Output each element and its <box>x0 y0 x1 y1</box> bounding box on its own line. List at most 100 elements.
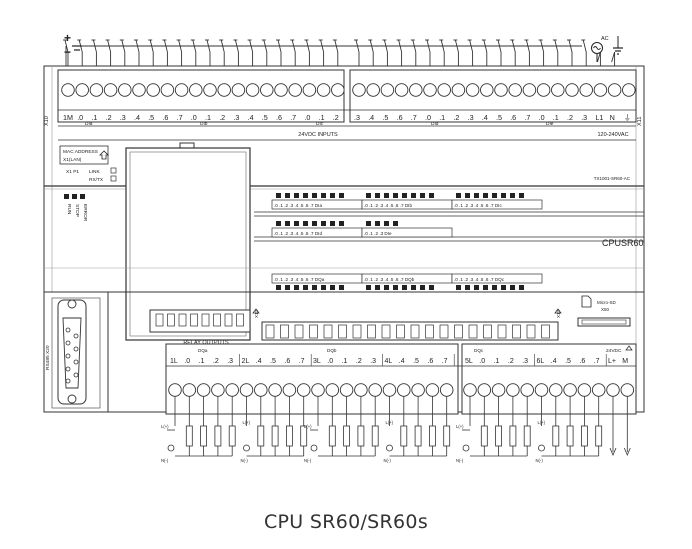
rxtx-led <box>110 175 117 182</box>
top-terminal-screw <box>61 83 75 97</box>
stop-label: STOP <box>74 204 80 217</box>
input-terminal-label: .7 <box>411 113 417 122</box>
io-led <box>285 193 290 198</box>
load-icon <box>443 425 451 447</box>
db9-pin <box>65 327 71 333</box>
output-terminal-label: .3 <box>227 358 233 365</box>
line-plus-label: L(+) <box>456 424 464 429</box>
load-icon <box>566 425 574 447</box>
top-terminal-screw <box>366 83 380 97</box>
screw-top <box>67 299 77 309</box>
output-terminal-label: .0 <box>327 358 333 365</box>
led-group-label: .0 .1 .2 .3 .4 .5 .6 .7 DIb <box>364 203 412 208</box>
line-plus-label: L(+) <box>304 424 312 429</box>
io-led <box>321 285 326 290</box>
error-led <box>80 194 85 199</box>
io-led <box>321 221 326 226</box>
relay-outputs-label: RELAY OUTPUTS <box>183 340 229 346</box>
input-terminal-label: .2 <box>567 113 573 122</box>
io-led <box>366 193 371 198</box>
top-terminal-screw <box>437 83 451 97</box>
output-terminal-label: .7 <box>594 358 600 365</box>
mac-lan-label: X1(LAN) <box>63 157 82 163</box>
arrow-down-icon <box>623 447 631 457</box>
input-wire-lead <box>305 39 310 68</box>
input-wire-lead <box>426 39 431 68</box>
input-wire-lead <box>611 51 616 68</box>
neutral-label: N(-) <box>241 458 249 463</box>
bottom-terminal-screw <box>368 383 382 397</box>
screw-bottom <box>67 394 77 404</box>
bottom-terminal-screw <box>296 383 311 397</box>
db9-pin <box>65 366 71 372</box>
top-terminal-screw <box>536 83 551 97</box>
top-terminal-screw <box>409 83 423 97</box>
load-icon <box>214 425 222 447</box>
input-wire-lead <box>383 39 388 68</box>
load-icon <box>185 425 193 447</box>
io-led <box>501 193 506 198</box>
io-led <box>474 285 479 290</box>
output-terminal-label: 4L <box>385 358 393 365</box>
input-terminal-label: .5 <box>262 113 268 122</box>
load-icon <box>428 425 436 447</box>
input-terminal-label: .5 <box>496 113 502 122</box>
top-terminal-screw <box>622 83 636 97</box>
input-wire-lead <box>135 39 140 68</box>
input-terminal-label: .1 <box>439 113 445 122</box>
input-terminal-label: .4 <box>368 113 374 122</box>
output-terminal-label: .1 <box>494 358 500 365</box>
io-led <box>393 193 398 198</box>
io-led <box>330 193 335 198</box>
io-led <box>276 193 281 198</box>
io-led <box>303 221 308 226</box>
output-terminal-label: 3L <box>313 358 321 365</box>
bottom-terminal-screw <box>491 383 506 397</box>
model-name: CPUSR60 <box>602 238 644 248</box>
bottom-terminal-screw <box>325 383 340 397</box>
line-plus-label: L(+) <box>386 420 394 425</box>
bottom-terminal-screw <box>577 383 592 397</box>
input-terminal-label: .1 <box>319 113 325 122</box>
output-terminal-label: .0 <box>479 358 485 365</box>
load-icon <box>285 425 293 447</box>
top-terminal-screw <box>423 83 437 97</box>
top-terminal-screw <box>75 83 89 97</box>
bottom-terminal-screw <box>239 383 254 397</box>
io-led <box>501 285 506 290</box>
io-led <box>294 285 299 290</box>
bottom-terminal-screw <box>282 383 297 397</box>
io-led <box>276 221 281 226</box>
output-terminal-label: .1 <box>342 358 348 365</box>
io-led <box>393 221 398 226</box>
io-led <box>366 221 371 226</box>
io-led <box>465 193 470 198</box>
bottom-terminal-screw <box>382 383 397 397</box>
output-connector-strip: RELAY OUTPUTS X12 X13 <box>149 308 562 346</box>
bottom-terminal-screw <box>534 383 549 397</box>
ac-source-icon <box>310 444 318 452</box>
error-label: ERROR <box>82 204 88 222</box>
input-group-label: DIb <box>200 121 208 127</box>
neutral-label: N(-) <box>161 458 169 463</box>
io-led <box>429 285 434 290</box>
x10-label: X10 <box>44 116 50 126</box>
input-wire-lead <box>149 39 154 68</box>
input-terminal-label: .6 <box>162 113 168 122</box>
input-wire-lead <box>568 39 573 68</box>
inputs-label: 24VDC INPUTS <box>298 132 338 138</box>
load-icon <box>552 425 560 447</box>
led-group-label: .0 .1 .2 .3 .4 .5 .6 .7 DIa <box>274 203 322 208</box>
bottom-terminal-screw <box>549 383 563 397</box>
load-icon <box>343 425 351 447</box>
input-terminal-label: .1 <box>91 113 97 122</box>
input-wire-lead <box>540 39 545 68</box>
input-wire-lead <box>163 39 168 68</box>
top-terminal-screw <box>160 83 175 97</box>
io-led <box>339 285 344 290</box>
io-led <box>465 285 470 290</box>
input-terminal-label: 1M <box>63 113 73 122</box>
status-leds: RUN STOP ERROR <box>64 194 88 222</box>
input-wire-lead <box>64 39 69 68</box>
link-led <box>110 167 117 174</box>
